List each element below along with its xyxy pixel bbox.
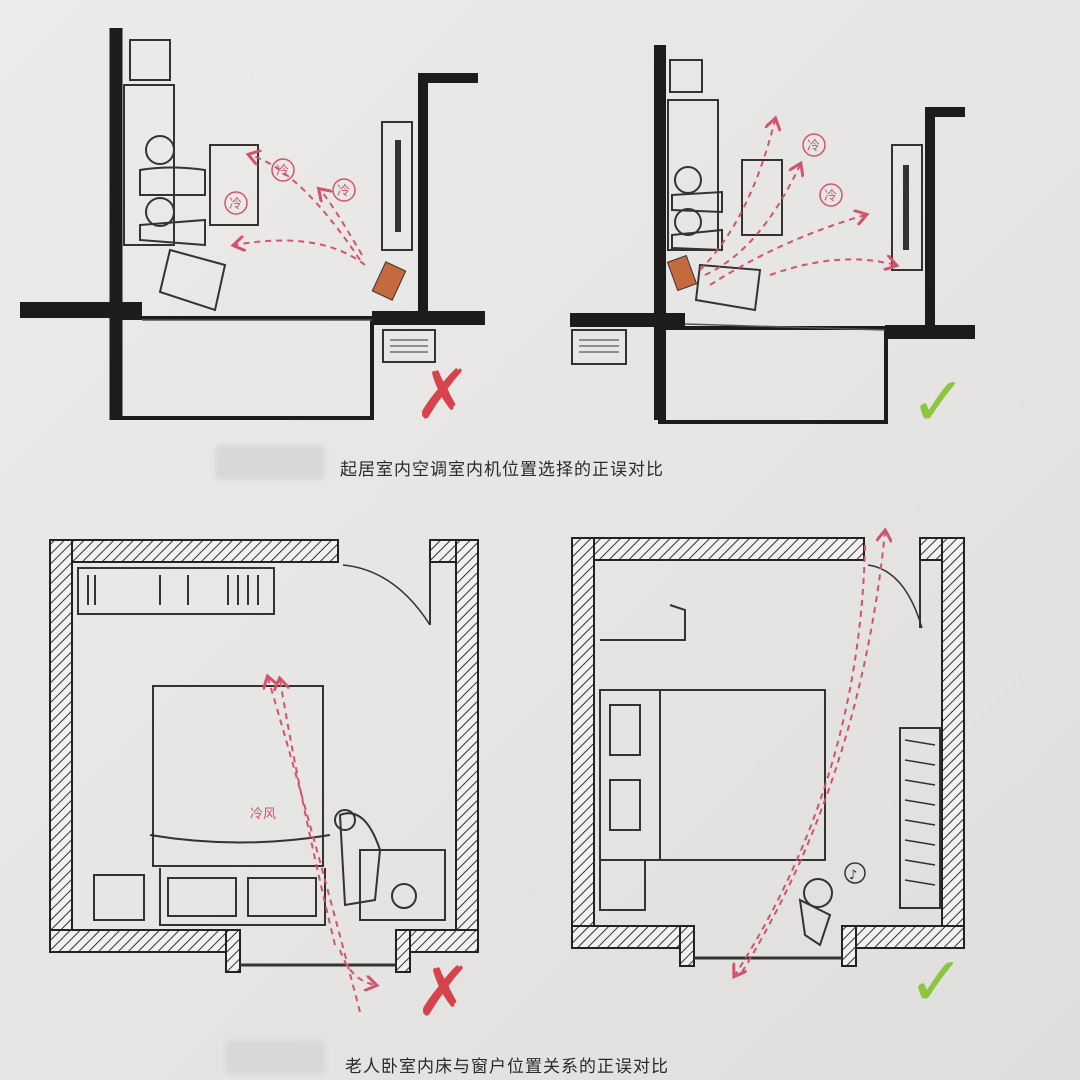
cold-air-label: 冷 <box>276 164 289 179</box>
door-swing <box>342 564 431 626</box>
ac-unit-icon <box>382 329 436 363</box>
cold-air-badge <box>819 183 843 207</box>
desk <box>359 849 446 921</box>
cold-air-label: 冷 <box>807 139 820 154</box>
pillow <box>247 877 317 917</box>
music-note-icon <box>844 862 866 884</box>
cold-air-badge <box>802 133 826 157</box>
side-table <box>669 59 703 93</box>
pillow <box>167 877 237 917</box>
bedroom-wrong-plan: 冷风 ✗ <box>49 539 479 1032</box>
cold-air-label: 冷 <box>229 197 242 212</box>
person-icon <box>674 166 702 194</box>
wrong-mark-icon: ✗ <box>415 953 472 1032</box>
sofa <box>667 99 719 251</box>
person-icon <box>145 197 175 227</box>
armchair <box>694 263 762 312</box>
armchair <box>158 248 227 312</box>
person-icon <box>338 812 382 907</box>
cold-air-badge <box>224 191 248 215</box>
tv-icon <box>903 165 909 250</box>
person-icon <box>145 135 175 165</box>
cold-air-badge <box>271 158 295 182</box>
sofa <box>123 84 175 246</box>
living-room-caption: 起居室内空调室内机位置选择的正误对比 <box>340 460 664 480</box>
living-room-wrong-plan: 冷 冷 冷 ✗ <box>20 28 485 435</box>
blurred-smudge <box>215 445 325 480</box>
wrong-mark-icon: ✗ <box>414 356 471 435</box>
coffee-table <box>741 159 783 236</box>
nightstand <box>599 859 646 911</box>
nightstand <box>93 874 145 921</box>
cold-wind-label: 冷风 <box>250 807 276 822</box>
bed <box>152 685 324 867</box>
cold-air-label: 冷 <box>824 189 837 204</box>
tv-icon <box>395 140 401 232</box>
wardrobe <box>899 727 941 909</box>
pillow <box>609 704 641 756</box>
door-swing <box>867 564 923 629</box>
living-room-correct-plan: 冷 冷 ✓ <box>570 45 975 442</box>
wardrobe <box>77 567 275 615</box>
tv-cabinet <box>381 121 413 251</box>
bedroom-caption: 老人卧室内床与窗户位置关系的正误对比 <box>345 1057 669 1077</box>
bedroom-correct-plan: ♪ ✓ <box>571 532 965 1022</box>
cold-air-label: 冷 <box>337 184 350 199</box>
person-icon <box>674 208 702 236</box>
correct-mark-icon: ✓ <box>908 943 965 1022</box>
remote-control-icon <box>371 261 407 301</box>
correct-mark-icon: ✓ <box>910 363 967 442</box>
tv-cabinet <box>891 144 923 271</box>
bed <box>599 689 826 861</box>
side-table <box>129 39 171 81</box>
fan-icon <box>391 883 417 909</box>
coffee-table <box>209 144 259 226</box>
pillow <box>609 779 641 831</box>
blurred-smudge <box>225 1040 325 1075</box>
cold-air-badge <box>332 178 356 202</box>
music-note-glyph: ♪ <box>849 868 857 883</box>
ac-unit-icon <box>571 329 627 365</box>
person-icon <box>803 878 833 908</box>
remote-control-icon <box>666 254 698 292</box>
